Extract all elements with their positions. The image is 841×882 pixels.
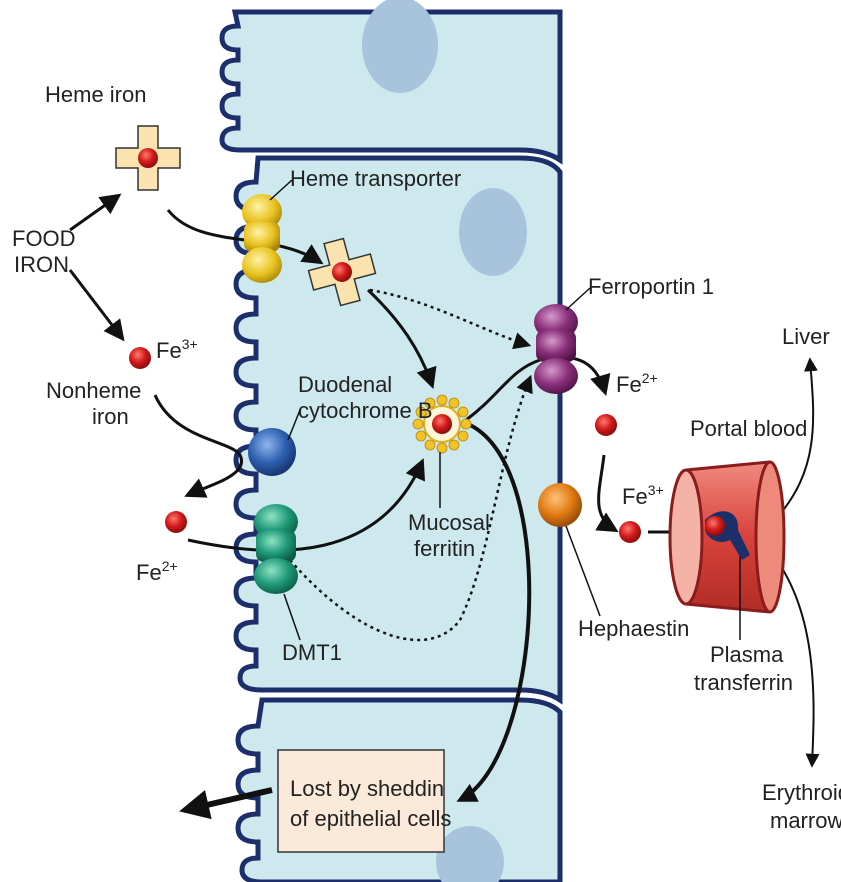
label-nonheme-line1: Nonheme xyxy=(46,378,141,403)
ferroportin-protein xyxy=(534,304,578,394)
heme-iron-molecule xyxy=(116,126,180,190)
label-heme-iron: Heme iron xyxy=(45,82,146,107)
fe2-exported-ion xyxy=(595,414,617,436)
label-lost-line1: Lost by sheddin xyxy=(290,776,444,801)
label-duodenal-line1: Duodenal xyxy=(298,372,392,397)
label-mucosal-line2: ferritin xyxy=(414,536,475,561)
heme-transporter-protein xyxy=(242,194,282,283)
fe3-nonheme-ion xyxy=(129,347,151,369)
duodenal-cytochrome-b-protein xyxy=(248,428,296,476)
label-ferroportin: Ferroportin 1 xyxy=(588,274,714,299)
label-plasma-line2: transferrin xyxy=(694,670,793,695)
arrow-food-to-nonheme xyxy=(70,270,122,338)
label-erythroid-line1: Erythroid xyxy=(762,780,841,805)
label-duodenal-line2: cytochrome B xyxy=(298,398,433,423)
arrow-nonheme-reduction xyxy=(155,395,242,495)
label-food-iron-line1: FOOD xyxy=(12,226,76,251)
hephaestin-protein xyxy=(538,483,582,527)
lost-by-shedding-box xyxy=(278,750,444,852)
label-heme-transporter: Heme transporter xyxy=(290,166,461,191)
label-nonheme-line2: iron xyxy=(92,404,129,429)
label-liver: Liver xyxy=(782,324,830,349)
dmt1-protein xyxy=(254,504,298,594)
fe2-lumen-ion xyxy=(165,511,187,533)
label-fe3-nonheme: Fe3+ xyxy=(156,336,198,363)
middle-cell-nucleus xyxy=(459,188,527,276)
label-food-iron-line2: IRON xyxy=(14,252,69,277)
fe3-oxidized-ion xyxy=(619,521,641,543)
arrow-food-to-heme xyxy=(70,196,118,230)
label-dmt1: DMT1 xyxy=(282,640,342,665)
label-plasma-line1: Plasma xyxy=(710,642,784,667)
upper-cell-nucleus xyxy=(362,0,438,93)
label-lost-line2: of epithelial cells xyxy=(290,806,451,831)
label-fe2-lumen: Fe2+ xyxy=(136,558,178,585)
label-hephaestin: Hephaestin xyxy=(578,616,689,641)
label-fe3-oxidized: Fe3+ xyxy=(622,482,664,509)
label-erythroid-line2: marrow xyxy=(770,808,841,833)
arrow-fe2-to-fe3 xyxy=(599,455,615,530)
label-portal-blood: Portal blood xyxy=(690,416,807,441)
label-fe2-exported: Fe2+ xyxy=(616,370,658,397)
label-mucosal-line1: Mucosal xyxy=(408,510,490,535)
